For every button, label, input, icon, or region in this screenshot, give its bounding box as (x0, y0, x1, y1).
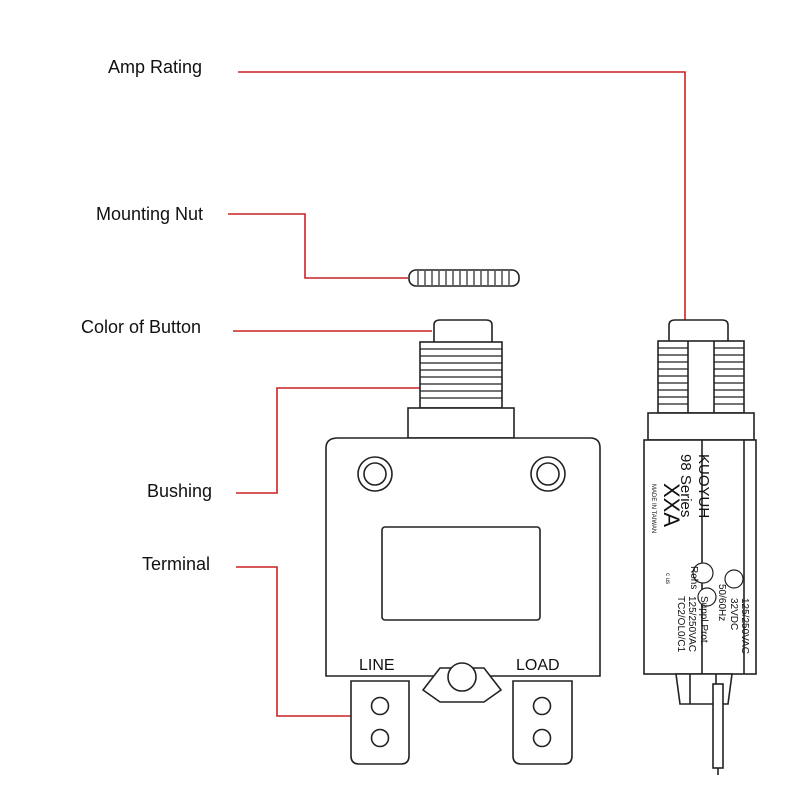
side-terminal-blade (712, 683, 724, 769)
side-dc-rating: 32VDC (728, 598, 739, 630)
side-ac-rating-2: 125/250VAC (686, 596, 697, 652)
line-terminal-label: LINE (359, 657, 395, 674)
side-body (643, 439, 757, 675)
label-color-of-button: Color of Button (81, 317, 201, 337)
front-mounting-hole-right (530, 456, 566, 492)
terminal-line (350, 680, 410, 765)
side-series: 98 Series (677, 454, 694, 517)
load-terminal-label: LOAD (516, 657, 560, 674)
side-suppl-prot: Suppl.Prot. (698, 596, 709, 645)
side-made-in: MADE IN TAIWAN (650, 484, 656, 533)
front-bushing-base (407, 407, 515, 439)
leader-bushing (236, 387, 428, 494)
label-mounting-nut: Mounting Nut (96, 204, 203, 224)
side-cert-marks (692, 562, 744, 607)
side-frequency: 50/60Hz (716, 584, 727, 621)
label-terminal: Terminal (142, 554, 210, 574)
front-center-screw (447, 662, 477, 692)
front-button (433, 319, 493, 344)
side-rohs: Rohs (688, 566, 699, 589)
leader-terminal (236, 566, 372, 717)
side-brand: KUOYUH (695, 454, 712, 518)
mounting-nut (408, 269, 520, 287)
label-amp-rating: Amp Rating (108, 57, 202, 77)
side-cert-us: c us (664, 573, 670, 584)
front-label-window (381, 526, 541, 621)
side-view-label: KUOYUH 98 Series XXA MADE IN TAIWAN 125/… (650, 454, 750, 654)
side-bushing (657, 340, 745, 414)
side-bushing-base (647, 412, 755, 441)
side-button (668, 319, 729, 343)
front-view (325, 319, 601, 765)
side-rating: XXA (659, 483, 684, 527)
side-view (643, 319, 757, 775)
leader-mounting-nut (228, 213, 408, 279)
front-bushing-threads (420, 348, 502, 399)
side-ac-rating: 125/250VAC (739, 598, 750, 654)
label-bushing: Bushing (147, 481, 212, 501)
terminal-load (512, 680, 573, 765)
front-mounting-hole-left (357, 456, 393, 492)
side-tc-codes: TC2/OL0/C1 (675, 596, 686, 653)
side-bushing-threads (658, 347, 744, 405)
